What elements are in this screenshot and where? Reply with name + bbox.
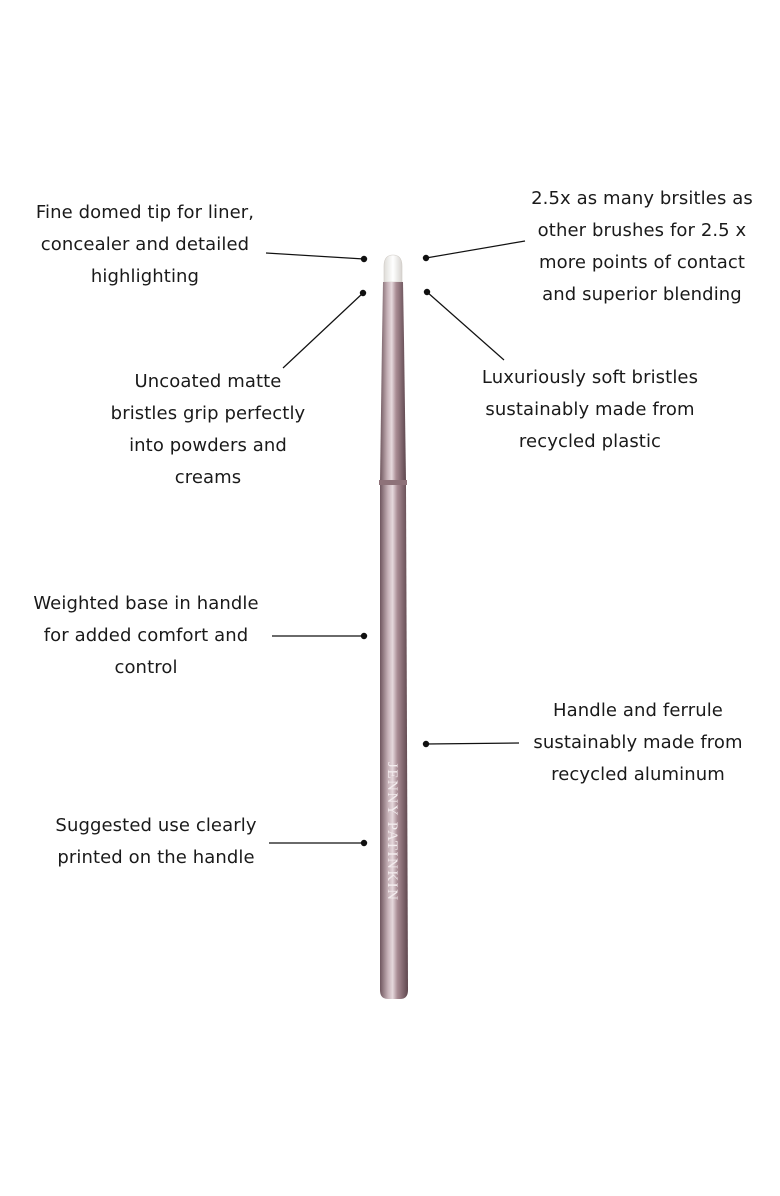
ferrule xyxy=(380,282,406,482)
leader-weighted xyxy=(272,632,368,640)
handle-imprint: JENNY PATINKIN xyxy=(384,762,400,901)
leader-tip xyxy=(265,252,368,263)
callout-matte: Uncoated matte bristles grip perfectly i… xyxy=(110,371,306,488)
callout-bristle-count: 2.5x as many brsitles as other brushes f… xyxy=(531,188,753,305)
bristle-tip xyxy=(383,254,403,283)
leader-matte xyxy=(282,289,367,369)
leader-ferrule xyxy=(422,740,520,748)
leader-bristle-count xyxy=(422,240,526,262)
callout-soft: Luxuriously soft bristles sustainably ma… xyxy=(481,367,699,452)
callout-weighted: Weighted base in handle for added comfor… xyxy=(33,593,259,678)
callout-tip: Fine domed tip for liner, concealer and … xyxy=(35,202,255,287)
leader-soft xyxy=(423,288,505,361)
ferrule-joint xyxy=(379,480,407,485)
handle xyxy=(380,485,408,999)
callout-ferrule: Handle and ferrule sustainably made from… xyxy=(533,700,743,785)
leader-printed xyxy=(269,839,368,847)
callout-printed: Suggested use clearly printed on the han… xyxy=(55,815,257,868)
